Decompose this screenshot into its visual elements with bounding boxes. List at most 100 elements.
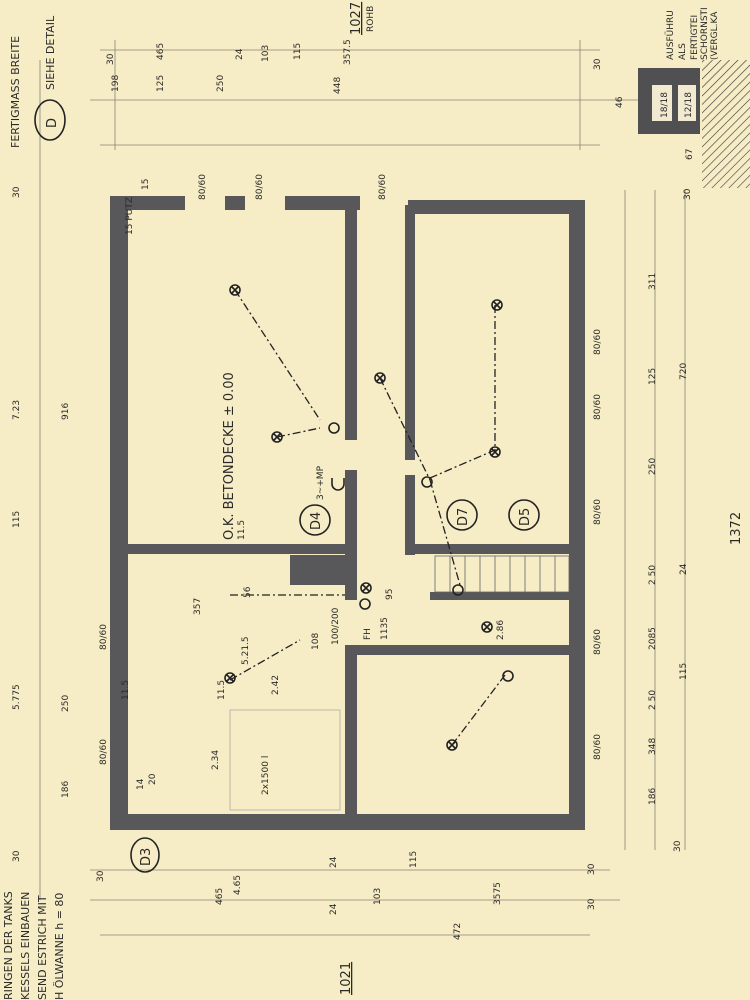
dim: 30 (587, 898, 597, 910)
staircase (434, 555, 570, 593)
note-fertigmass: FERTIGMASS BREITE (9, 36, 22, 148)
dim: 250 (216, 75, 226, 92)
marker-detail-d: D (45, 118, 60, 128)
dim: 348 (648, 738, 658, 755)
oil-tank-outline (229, 709, 341, 811)
dim: 30 (673, 840, 683, 852)
dim: 2 50 (648, 690, 658, 710)
dim: 30 (12, 850, 22, 862)
note-oelwanne: H ÖLWANNE h = 80 (53, 893, 66, 1000)
switch-icon (452, 584, 464, 596)
note-putz: 15 PUTZ (125, 197, 135, 235)
dim-inner: 11.5 (237, 520, 247, 540)
dim-opening: 80/60 (593, 629, 603, 655)
label-108: 108 (311, 633, 321, 650)
dim: 311 (648, 273, 658, 290)
dim-opening: 80/60 (99, 624, 109, 650)
dim: 250 (61, 695, 71, 712)
dim: 24 (329, 856, 339, 868)
electrical-wiring (229, 289, 506, 746)
ceiling-light-icon (489, 446, 501, 458)
dim: 125 (648, 368, 658, 385)
dim-inner: 11.5 (217, 680, 227, 700)
chimney-flue-2: 12/18 (684, 92, 694, 118)
note-schornstein: SCHORNSTI (700, 7, 710, 60)
dim-inner: 2.86 (496, 620, 506, 640)
dim-opening: 80/60 (378, 174, 388, 200)
note-estrich: SEND ESTRICH MIT (36, 895, 49, 1000)
dim: 465 (215, 888, 225, 905)
dim-inner: 2.34 (211, 750, 221, 770)
dim: 7.23 (12, 400, 22, 420)
room-labels: 3~+MP FH 100/200 108 2x1500 l (261, 465, 373, 795)
dim-inner: 11.5 (121, 680, 131, 700)
dim: 2 50 (648, 565, 658, 585)
label-door: 100/200 (331, 607, 341, 645)
ceiling-light-icon (360, 582, 372, 594)
ceiling-light-icon (229, 284, 241, 296)
note-vergl: (VERGL.KA (710, 11, 720, 60)
note-fertigteil: FERTIGTEI (690, 15, 700, 60)
dim-inner: 15 (141, 179, 151, 190)
dim: 186 (648, 788, 658, 805)
dim-inner: 56 (243, 586, 253, 598)
ceiling-light-icon (374, 372, 386, 384)
dim-inner: 2.42 (271, 675, 281, 695)
level-bottom: 1021 (339, 962, 354, 995)
detail-markers: D4 D7 D5 D3 D (34, 99, 540, 873)
note-als: ALS (678, 43, 688, 60)
label-socket: 3~+MP (316, 465, 326, 500)
light-fixture-icons (224, 284, 503, 751)
dim-opening: 80/60 (255, 174, 265, 200)
ceiling-light-icon (491, 299, 503, 311)
dim-opening: 80/60 (593, 394, 603, 420)
dim-opening: 80/60 (593, 499, 603, 525)
dim-inner: 14 (136, 778, 146, 790)
dim: 30 (106, 53, 116, 65)
dim-opening: 80/60 (593, 329, 603, 355)
dimension-lines (39, 40, 686, 936)
dim-inner: 95 (385, 589, 395, 600)
dim: 103 (373, 888, 383, 905)
dimensions: 30 7.23 115 5.775 30 916 250 186 30 465 … (12, 39, 744, 940)
dim: 67 (685, 149, 695, 160)
dim: 2085 (648, 627, 658, 650)
label-fh: FH (363, 628, 373, 640)
dim: 24 (235, 48, 245, 60)
socket-icon (331, 478, 345, 491)
dim: 30 (593, 58, 603, 70)
dim: 115 (293, 43, 303, 60)
ceiling-light-icon (224, 672, 236, 684)
dim: 125 (156, 75, 166, 92)
notes: FERTIGMASS BREITE SIEHE DETAIL RINGEN DE… (2, 2, 720, 1000)
dim: 30 (12, 186, 22, 198)
switch-icon (502, 670, 514, 682)
dim: 30 (683, 188, 693, 200)
dim-inner: 20 (148, 773, 158, 785)
dim-opening: 80/60 (593, 734, 603, 760)
note-kessels: KESSELS EINBAUEN (19, 892, 32, 1000)
ceiling-light-icon (446, 739, 458, 751)
marker-d7: D7 (456, 508, 471, 526)
dim: 198 (111, 75, 121, 92)
level-betondecke: O.K. BETONDECKE ± 0.00 (222, 372, 237, 540)
marker-d5: D5 (518, 508, 533, 526)
dim: 115 (12, 511, 22, 528)
dim: 720 (679, 363, 689, 380)
dim-opening: 80/60 (198, 174, 208, 200)
note-ausfuehrung: AUSFÜHRU (665, 10, 676, 60)
dim: 4.65 (233, 875, 243, 895)
dim-opening: 80/60 (99, 739, 109, 765)
dim: 5.775 (12, 684, 22, 710)
dim: 3575 (493, 882, 503, 905)
dim: 357.5 (343, 39, 353, 65)
label-tank: 2x1500 l (261, 756, 271, 795)
dim: 103 (261, 45, 271, 62)
dim: 916 (61, 403, 71, 420)
dim: 448 (333, 77, 343, 94)
walls (110, 196, 585, 830)
dim: 465 (156, 43, 166, 60)
note-rohbau: ROHB (366, 6, 376, 32)
switch-icon (421, 476, 433, 488)
